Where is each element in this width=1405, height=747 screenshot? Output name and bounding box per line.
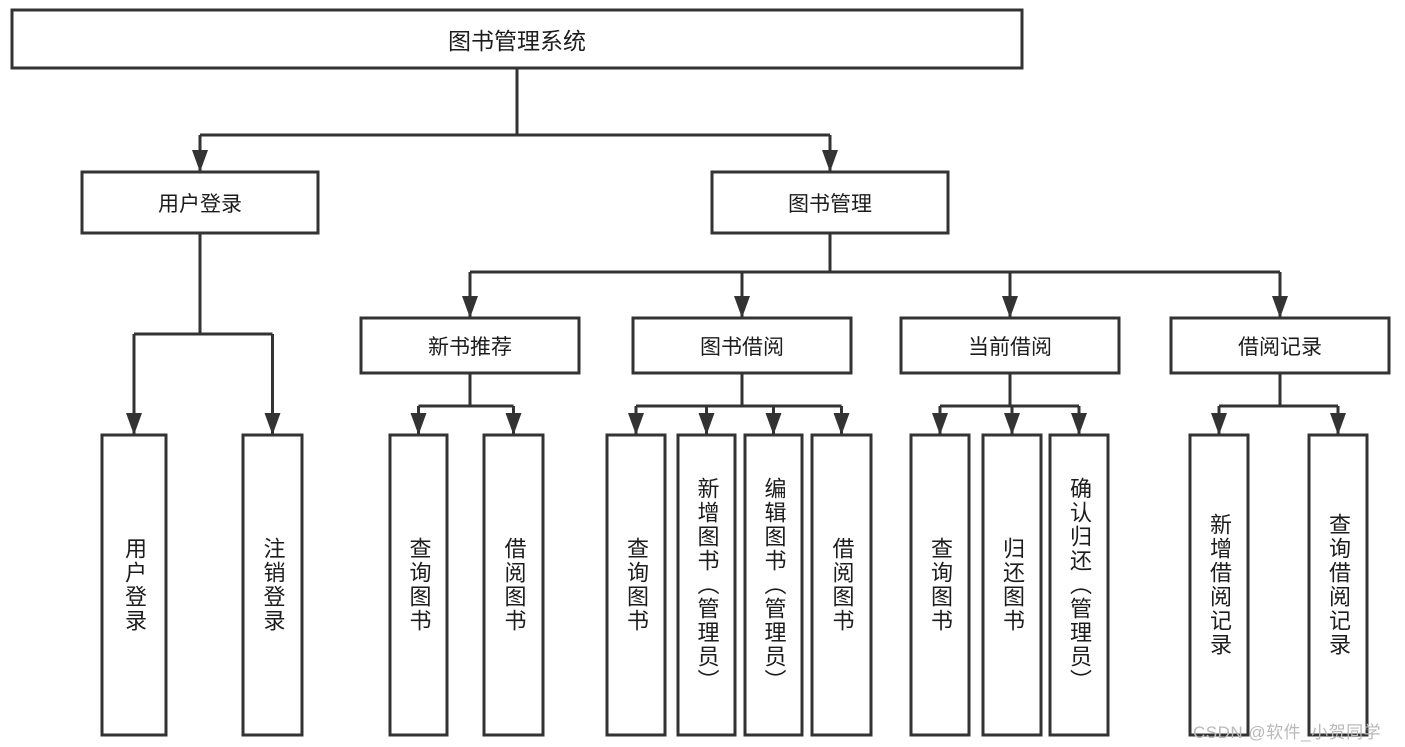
node-box-leaf-query-book-1[interactable] [388, 433, 449, 737]
node-box-leaf-user-login[interactable] [100, 433, 168, 737]
node-box-leaf-borrow-book-1[interactable] [482, 433, 545, 737]
node-box-leaf-query-book-2[interactable] [605, 433, 667, 737]
node-box-current-borrow[interactable] [899, 316, 1121, 375]
node-box-borrow-record[interactable] [1169, 316, 1391, 375]
node-box-root[interactable] [10, 8, 1024, 70]
csdn-watermark: CSDN @软件_小贺同学 [1193, 723, 1382, 742]
node-box-leaf-confirm-return[interactable] [1048, 433, 1110, 737]
node-box-new-book-recommend[interactable] [359, 316, 581, 375]
node-box-leaf-query-book-3[interactable] [909, 433, 971, 737]
node-boxes [10, 8, 1391, 737]
node-box-user-login[interactable] [80, 170, 320, 235]
node-box-book-borrow[interactable] [631, 316, 853, 375]
node-box-leaf-add-book[interactable] [676, 433, 737, 737]
node-box-book-manage[interactable] [710, 170, 950, 235]
node-box-leaf-query-record[interactable] [1307, 433, 1369, 737]
node-box-leaf-edit-book[interactable] [743, 433, 804, 737]
node-box-leaf-return-book[interactable] [981, 433, 1043, 737]
node-box-leaf-borrow-book-2[interactable] [810, 433, 873, 737]
node-box-leaf-add-record[interactable] [1188, 433, 1250, 737]
node-box-leaf-logout[interactable] [241, 433, 304, 737]
connector-lines [126, 68, 1346, 435]
